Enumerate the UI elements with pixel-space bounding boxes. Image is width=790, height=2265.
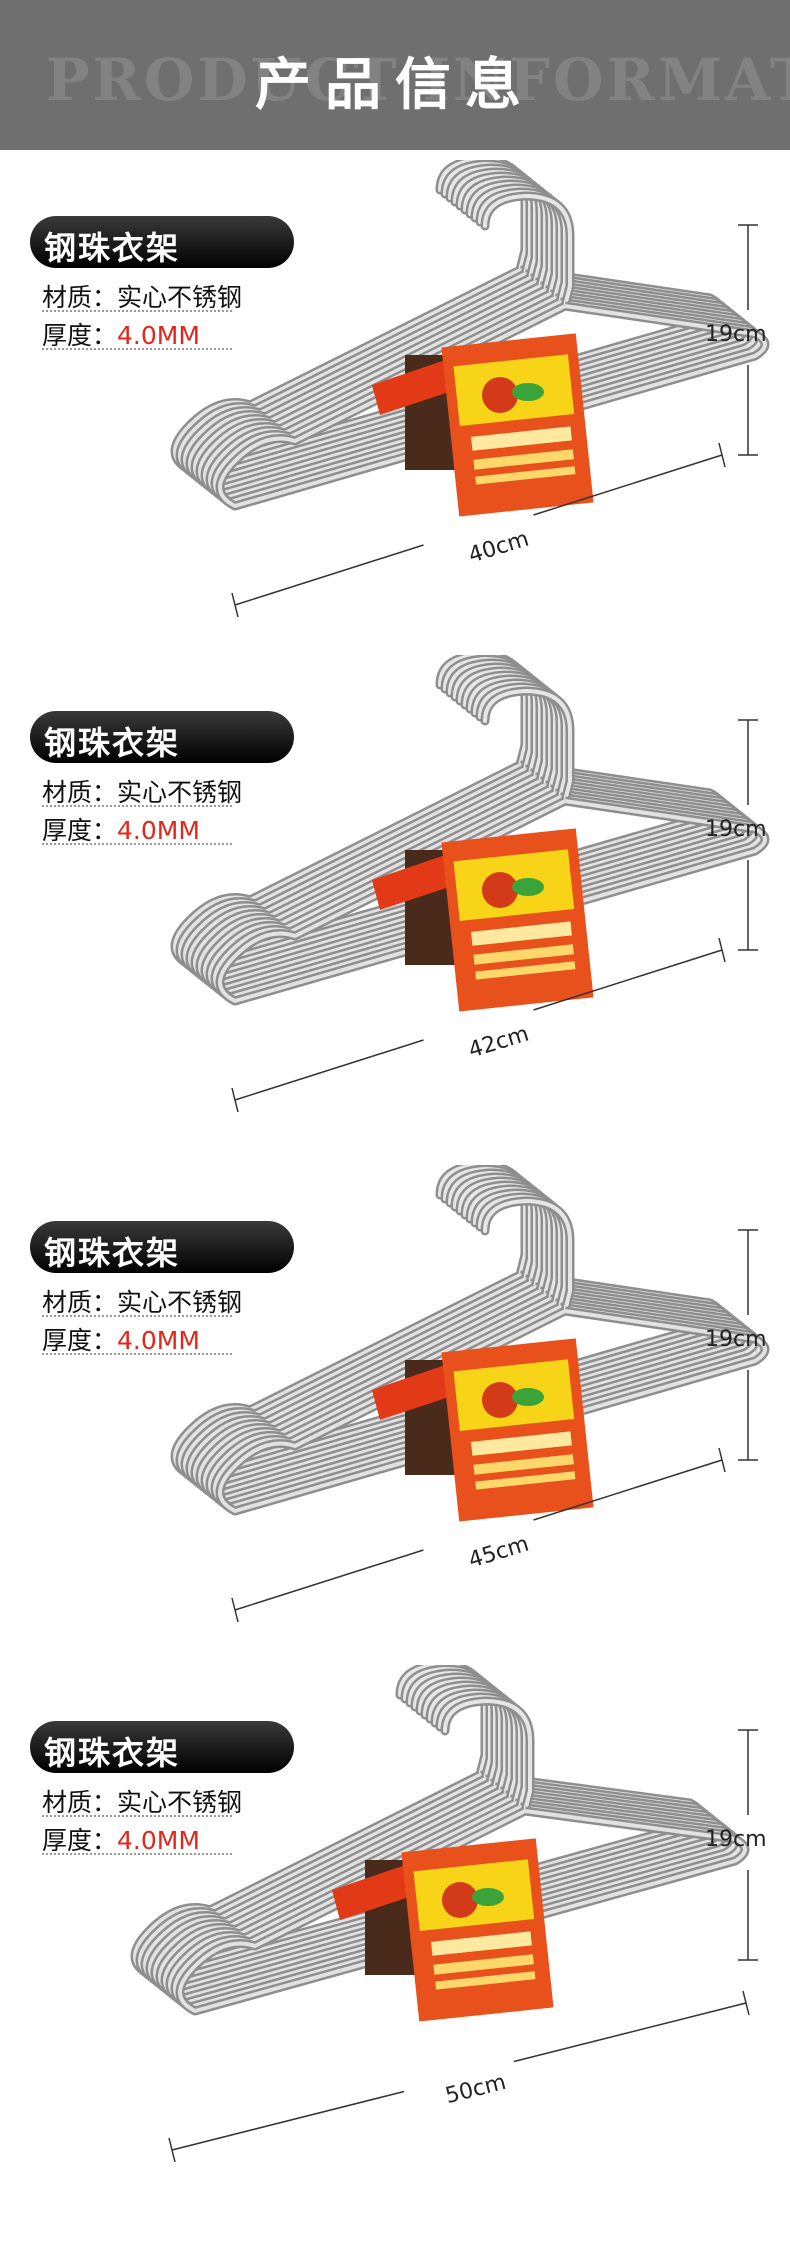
- thickness-label: 厚度：: [42, 1826, 118, 1855]
- material-row: 材质：实心不锈钢: [42, 773, 242, 809]
- material-label: 材质：: [42, 283, 118, 312]
- page-title: 产品信息: [255, 52, 535, 118]
- hanger-stack-image: [170, 160, 770, 618]
- thickness-label: 厚度：: [42, 321, 118, 350]
- hanger-stack-image: [170, 1165, 770, 1623]
- thickness-row: 厚度：4.0MM: [42, 811, 200, 847]
- product-name-pill: 钢珠衣架: [30, 1721, 294, 1773]
- product-section-3: 钢珠衣架 材质：实心不锈钢 厚度：4.0MM 19cm 45cm: [0, 1165, 790, 1665]
- material-value: 实心不锈钢: [117, 283, 243, 312]
- material-value: 实心不锈钢: [117, 1288, 243, 1317]
- thickness-row: 厚度：4.0MM: [42, 316, 200, 352]
- divider: [42, 1853, 232, 1855]
- header-watermark: PRODUCT INFORMATION: [46, 46, 790, 114]
- material-value: 实心不锈钢: [117, 778, 243, 807]
- thickness-label: 厚度：: [42, 816, 118, 845]
- divider: [42, 1815, 232, 1817]
- thickness-value: 4.0MM: [117, 1826, 200, 1855]
- divider: [42, 1315, 232, 1317]
- thickness-label: 厚度：: [42, 1326, 118, 1355]
- thickness-row: 厚度：4.0MM: [42, 1821, 200, 1857]
- product-name: 钢珠衣架: [44, 1234, 181, 1272]
- material-label: 材质：: [42, 1288, 118, 1317]
- divider: [42, 1353, 232, 1355]
- product-section-2: 钢珠衣架 材质：实心不锈钢 厚度：4.0MM 19cm 42cm: [0, 655, 790, 1155]
- hanger-stack-image: [170, 655, 770, 1113]
- product-name: 钢珠衣架: [44, 1734, 181, 1772]
- height-dimension-label: 19cm: [705, 1327, 767, 1352]
- product-name-pill: 钢珠衣架: [30, 1221, 294, 1273]
- divider: [42, 348, 232, 350]
- product-name: 钢珠衣架: [44, 229, 181, 267]
- height-dimension-label: 19cm: [705, 817, 767, 842]
- thickness-value: 4.0MM: [117, 1326, 200, 1355]
- material-row: 材质：实心不锈钢: [42, 1783, 242, 1819]
- product-name-pill: 钢珠衣架: [30, 216, 294, 268]
- thickness-value: 4.0MM: [117, 816, 200, 845]
- hanger-stack-image: [130, 1665, 758, 2163]
- material-label: 材质：: [42, 778, 118, 807]
- height-dimension-label: 19cm: [705, 322, 767, 347]
- product-name-pill: 钢珠衣架: [30, 711, 294, 763]
- material-label: 材质：: [42, 1788, 118, 1817]
- divider: [42, 843, 232, 845]
- product-section-1: 钢珠衣架 材质：实心不锈钢 厚度：4.0MM 19cm 40cm: [0, 160, 790, 660]
- divider: [42, 805, 232, 807]
- material-row: 材质：实心不锈钢: [42, 1283, 242, 1319]
- thickness-row: 厚度：4.0MM: [42, 1321, 200, 1357]
- material-row: 材质：实心不锈钢: [42, 278, 242, 314]
- page-header: PRODUCT INFORMATION 产品信息: [0, 0, 790, 150]
- product-section-4: 钢珠衣架 材质：实心不锈钢 厚度：4.0MM 19cm 50cm: [0, 1665, 790, 2165]
- height-dimension-label: 19cm: [705, 1827, 767, 1852]
- product-name: 钢珠衣架: [44, 724, 181, 762]
- divider: [42, 310, 232, 312]
- thickness-value: 4.0MM: [117, 321, 200, 350]
- material-value: 实心不锈钢: [117, 1788, 243, 1817]
